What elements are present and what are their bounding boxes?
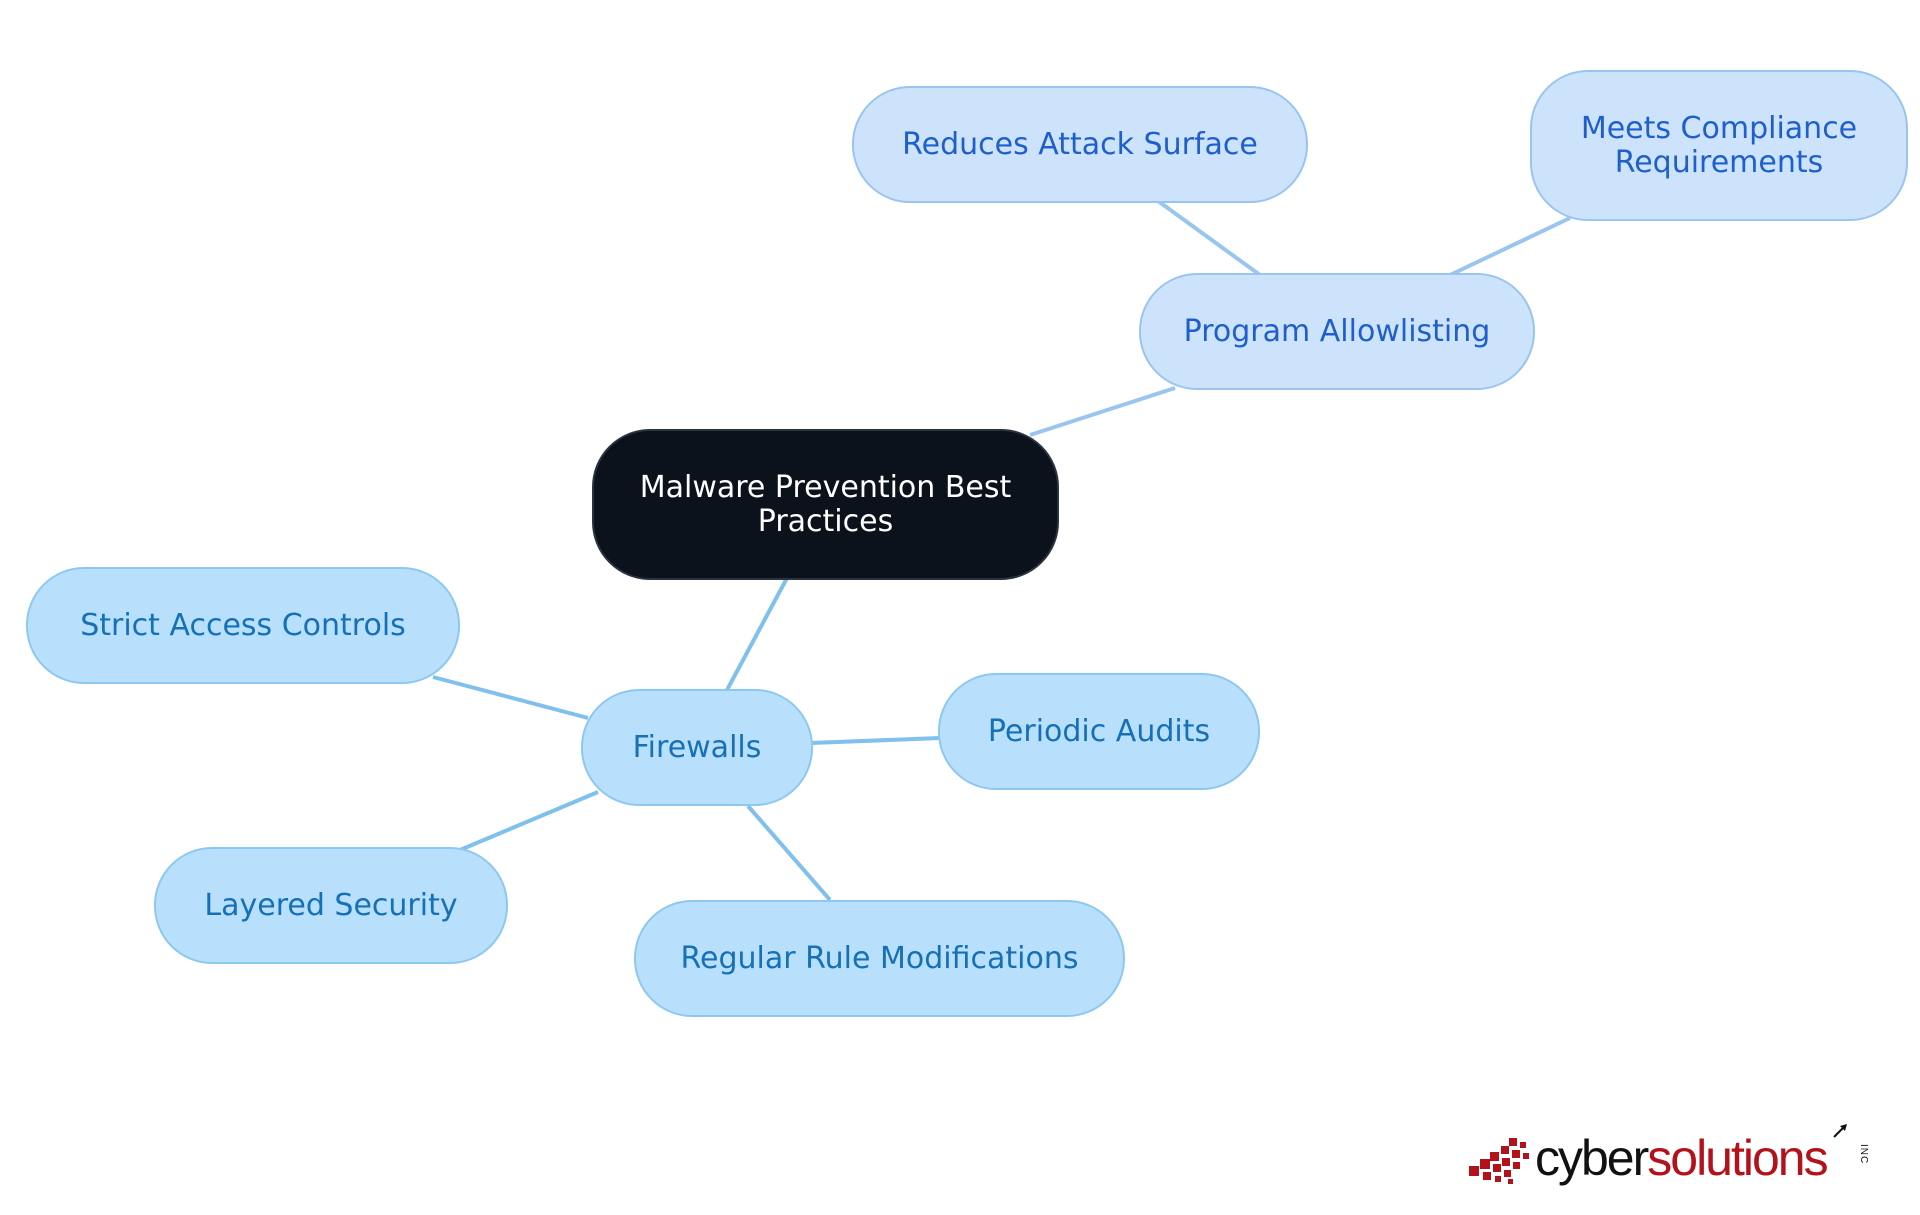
branch-node-firewalls: Firewalls <box>581 689 813 806</box>
leaf-label: Regular Rule Modifications <box>680 940 1079 976</box>
logo-pixel-mark-icon <box>1469 1138 1529 1184</box>
branch-label: Firewalls <box>632 729 762 765</box>
edge-allowlisting-attack-surface <box>1156 199 1262 277</box>
edge-firewalls-access <box>432 675 589 720</box>
leaf-node-strict-access-controls: Strict Access Controls <box>26 567 460 684</box>
leaf-label: Meets Compliance Requirements <box>1580 110 1858 180</box>
leaf-node-regular-rule-modifications: Regular Rule Modifications <box>634 900 1125 1017</box>
logo-solutions-text: solutions <box>1647 1130 1828 1186</box>
logo-cyber-text: cyber <box>1535 1130 1649 1186</box>
edge-firewalls-rules <box>746 804 832 902</box>
leaf-node-periodic-audits: Periodic Audits <box>938 673 1260 790</box>
edge-allowlisting-compliance <box>1449 216 1571 277</box>
root-node: Malware Prevention Best Practices <box>592 429 1059 580</box>
edge-firewalls-audits <box>810 736 941 745</box>
leaf-label: Strict Access Controls <box>80 607 406 643</box>
leaf-node-reduces-attack-surface: Reduces Attack Surface <box>852 86 1308 203</box>
leaf-label: Reduces Attack Surface <box>902 126 1258 162</box>
branch-label: Program Allowlisting <box>1183 313 1491 349</box>
leaf-label: Periodic Audits <box>987 713 1211 749</box>
edge-root-firewalls <box>725 577 789 691</box>
edge-firewalls-layered <box>459 790 599 852</box>
cybersolutions-logo: cybersolutions INC <box>1465 1124 1885 1188</box>
branch-node-program-allowlisting: Program Allowlisting <box>1139 273 1535 390</box>
leaf-label: Layered Security <box>204 887 458 923</box>
leaf-node-layered-security: Layered Security <box>154 847 508 964</box>
logo-arrow-icon <box>1833 1124 1847 1138</box>
root-label: Malware Prevention Best Practices <box>639 469 1012 539</box>
logo-wordmark: cybersolutions <box>1535 1128 1829 1188</box>
leaf-node-meets-compliance: Meets Compliance Requirements <box>1530 70 1908 221</box>
logo-inc-text: INC <box>1858 1144 1869 1165</box>
edge-root-allowlisting <box>1029 386 1176 437</box>
